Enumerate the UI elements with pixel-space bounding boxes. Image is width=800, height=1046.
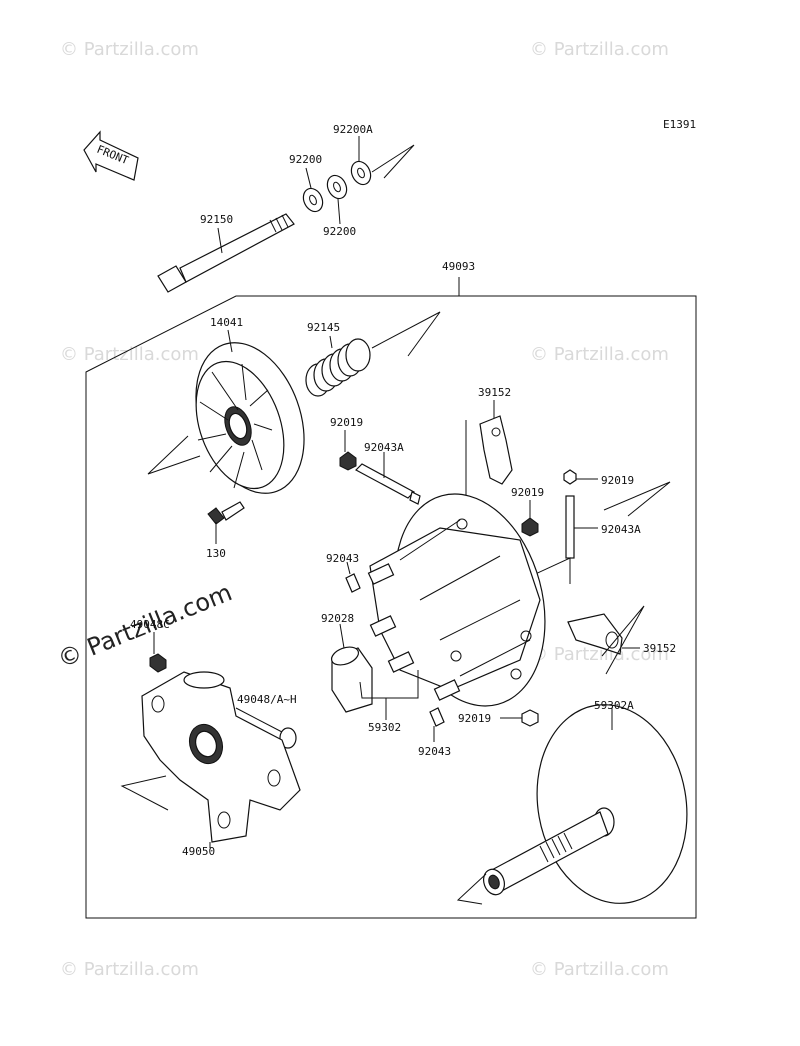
bolt-130 (207, 501, 245, 544)
part-label: 92043A (364, 441, 404, 454)
part-label: 92028 (321, 612, 354, 625)
part-label: 59302A (594, 699, 634, 712)
watermark: © Partzilla.com (60, 344, 199, 365)
part-label: 49050 (182, 845, 215, 858)
watermark: © Partzilla.com (530, 344, 669, 365)
washers (302, 136, 415, 225)
part-label: 92019 (601, 474, 634, 487)
watermark: © Partzilla.com (530, 959, 669, 980)
weight-39152-top (479, 400, 513, 485)
spider-assembly (367, 493, 546, 707)
part-label: 92019 (511, 486, 544, 499)
watermark: © Partzilla.com (60, 39, 199, 60)
front-arrow-icon: FRONT (83, 130, 139, 181)
spring-92145 (305, 311, 441, 397)
bushing-92028 (330, 623, 419, 720)
part-label: 92145 (307, 321, 340, 334)
roller-49048 (149, 632, 297, 749)
part-label: 39152 (643, 642, 676, 655)
part-label: 92150 (200, 213, 233, 226)
watermark: © Partzilla.com (530, 39, 669, 60)
part-label: 92019 (458, 712, 491, 725)
part-label: 92200 (323, 225, 356, 238)
part-labels: 92200A 92200 92200 92150 49093 14041 921… (130, 123, 676, 858)
sheave-59302A (456, 704, 688, 905)
weight-39152-right (567, 605, 645, 675)
part-label: 59302 (368, 721, 401, 734)
part-label: 92200 (289, 153, 322, 166)
diagram-code: E1391 (663, 118, 696, 131)
part-label: 92200A (333, 123, 373, 136)
watermark: © Partzilla.com (60, 959, 199, 980)
watermark: © Partzilla.com (530, 644, 669, 665)
part-label: 92019 (330, 416, 363, 429)
sheave-14041 (147, 329, 305, 494)
assembly-frame (85, 277, 697, 919)
part-label: 39152 (478, 386, 511, 399)
part-label: 92043A (601, 523, 641, 536)
part-label: 14041 (210, 316, 243, 329)
part-label: 49048/A~H (237, 693, 297, 706)
spider-49050 (120, 671, 301, 848)
part-label: 130 (206, 547, 226, 560)
part-label: 92043 (418, 745, 451, 758)
part-label: 49048C (130, 618, 170, 631)
part-label: 49093 (442, 260, 475, 273)
part-label: 92043 (326, 552, 359, 565)
pins-and-nuts (339, 420, 671, 742)
bolt-92150 (157, 213, 295, 293)
